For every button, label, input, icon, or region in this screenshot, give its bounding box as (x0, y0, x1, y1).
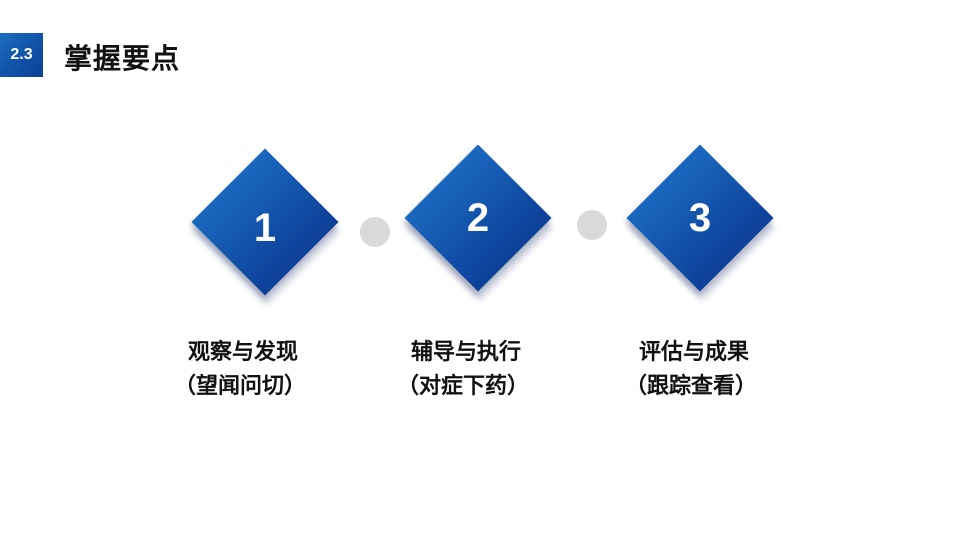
step-2-label: 辅导与执行 （对症下药） (397, 335, 605, 403)
step-3-diamond: 3 (624, 142, 776, 302)
step-number: 3 (688, 195, 712, 240)
step-title: 辅导与执行 (411, 339, 522, 364)
step-1-diamond: 1 (189, 146, 341, 306)
connector-dot (360, 217, 390, 247)
connector-dot (577, 210, 607, 240)
step-2-diamond: 2 (402, 142, 554, 302)
step-title: 评估与成果 (639, 339, 750, 364)
section-number-badge: 2.3 (0, 33, 43, 77)
page-title: 掌握要点 (64, 43, 181, 74)
step-subtitle: （望闻问切） (174, 373, 307, 398)
step-subtitle: （跟踪查看） (625, 373, 758, 398)
step-3-label: 评估与成果 （跟踪查看） (625, 335, 833, 403)
step-title: 观察与发现 (188, 339, 299, 364)
step-number: 1 (253, 205, 277, 250)
step-1-label: 观察与发现 （望闻问切） (174, 335, 382, 403)
step-subtitle: （对症下药） (397, 373, 530, 398)
step-number: 2 (466, 195, 490, 240)
